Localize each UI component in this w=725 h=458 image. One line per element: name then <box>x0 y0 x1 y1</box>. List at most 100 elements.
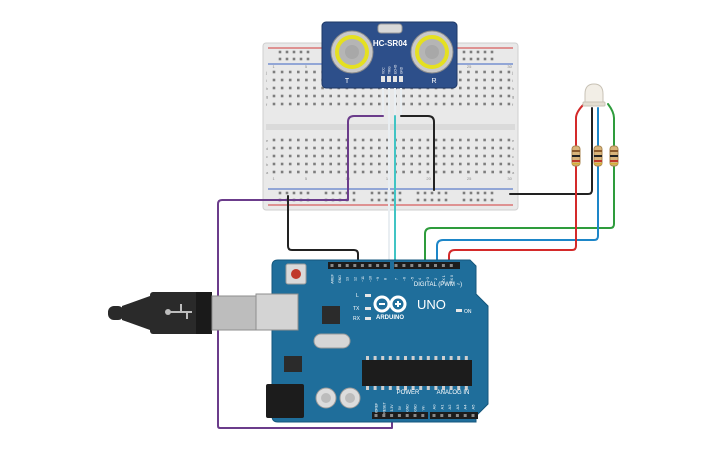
microcontroller-pins <box>366 356 468 390</box>
arduino-brand-label: ARDUINO <box>376 315 404 321</box>
digital-pin-socket[interactable] <box>353 264 357 267</box>
digital-pin-socket[interactable] <box>418 264 422 267</box>
digital-pin-socket[interactable] <box>402 264 406 267</box>
resistor-icon[interactable] <box>593 145 603 167</box>
wires <box>217 103 615 429</box>
wire-red[interactable] <box>448 103 585 267</box>
digital-pin-socket[interactable] <box>345 264 349 267</box>
breadboard-center-channel <box>266 124 515 130</box>
analog-header-label: ANALOG IN <box>437 390 470 396</box>
sensor-pin[interactable] <box>381 76 385 82</box>
analog-pin-socket[interactable] <box>432 414 436 417</box>
row-letter-right: a <box>512 170 515 175</box>
digital-pin-label: ~3 <box>426 277 430 281</box>
digital-pin-label: GND <box>338 275 342 283</box>
row-letter-right: f <box>512 102 514 107</box>
power-pin-socket[interactable] <box>390 414 394 417</box>
digital-pin-socket[interactable] <box>330 264 334 267</box>
power-pin-socket[interactable] <box>397 414 401 417</box>
digital-pin-label: 12 <box>353 277 357 281</box>
analog-pin-socket[interactable] <box>448 414 452 417</box>
usb-b-port <box>255 293 299 331</box>
digital-pin-socket[interactable] <box>449 264 453 267</box>
power-pin-socket[interactable] <box>405 414 409 417</box>
sensor-pin-label: VCC <box>382 67 386 74</box>
analog-pin-socket[interactable] <box>471 414 475 417</box>
row-letter-right: d <box>512 146 514 151</box>
power-pin-socket[interactable] <box>382 414 386 417</box>
power-pin-socket[interactable] <box>413 414 417 417</box>
digital-header-label: DIGITAL (PWM ~) <box>414 282 462 288</box>
usb-cable-end <box>108 306 124 320</box>
rgb-led-base <box>582 101 606 107</box>
digital-pin-socket[interactable] <box>383 264 387 267</box>
digital-pin-label: ~10 <box>369 276 373 282</box>
sensor-leads <box>382 88 402 116</box>
sensor-transducer-right <box>410 30 454 74</box>
digital-pin-socket[interactable] <box>410 264 414 267</box>
digital-pin-socket[interactable] <box>434 264 437 267</box>
row-letter-right: e <box>512 138 515 143</box>
power-pin-socket[interactable] <box>374 414 378 417</box>
usb-b-cable-icon <box>108 292 257 334</box>
analog-pin-label: A0 <box>432 404 437 410</box>
power-pin-label: GND <box>414 404 418 412</box>
power-pin-label: 3.3V <box>390 404 394 412</box>
arduino-infinity-logo-icon <box>373 295 407 313</box>
digital-pin-socket[interactable] <box>441 264 445 267</box>
wire-green[interactable] <box>424 103 615 267</box>
column-number-bottom: 1 <box>273 176 276 181</box>
digital-pin-label: ~5 <box>410 277 414 281</box>
row-letter-left: j <box>265 70 267 75</box>
usb-symbol-icon <box>165 304 192 319</box>
wire-blue[interactable] <box>436 107 599 267</box>
row-letter-left: e <box>266 138 269 143</box>
board-crystal <box>313 333 351 349</box>
digital-pin-label: AREF <box>331 273 335 283</box>
wire-purple-5v[interactable] <box>217 115 393 429</box>
resistor-icon[interactable] <box>571 145 581 167</box>
usb-plug-metal <box>211 295 257 331</box>
atmega-microcontroller <box>362 360 472 386</box>
wire-black-gnd-sensor[interactable] <box>400 115 435 191</box>
power-pin-label: IOREF <box>375 403 379 413</box>
digital-pin-label: 7 <box>395 278 399 280</box>
sensor-model-label: HC-SR04 <box>373 39 408 48</box>
analog-pin-socket[interactable] <box>463 414 467 417</box>
sensor-transducer-left <box>330 30 374 74</box>
column-number-top: 30 <box>507 64 512 69</box>
analog-pin-socket[interactable] <box>440 414 444 417</box>
sensor-pin[interactable] <box>399 76 403 82</box>
sensor-pin[interactable] <box>393 76 397 82</box>
digital-pin-socket[interactable] <box>376 264 380 267</box>
row-letter-left: i <box>266 78 267 83</box>
analog-pin-label: A2 <box>447 404 452 410</box>
wire-black-gnd-arduino[interactable] <box>287 195 359 267</box>
rgb-led[interactable] <box>582 83 606 107</box>
wire-black-led-common[interactable] <box>509 107 593 195</box>
digital-pin-socket[interactable] <box>394 264 398 267</box>
digital-pin-label: ~11 <box>361 276 365 282</box>
reset-button-cap[interactable] <box>291 269 301 279</box>
digital-pin-socket[interactable] <box>426 264 430 267</box>
sensor-pin[interactable] <box>387 76 391 82</box>
analog-pin-label: A5 <box>471 404 476 410</box>
digital-pin-socket[interactable] <box>360 264 364 267</box>
voltage-regulator <box>284 356 302 372</box>
analog-pin-socket[interactable] <box>455 414 459 417</box>
rgb-led-icon <box>584 83 604 105</box>
sensor-receive-marker: R <box>431 78 436 85</box>
resistor-icon[interactable] <box>609 145 619 167</box>
power-pin-socket[interactable] <box>421 414 425 417</box>
digital-pin-label: 4 <box>418 278 422 280</box>
digital-pin-socket[interactable] <box>368 264 372 267</box>
row-letter-right: i <box>512 78 513 83</box>
digital-pin-socket[interactable] <box>338 264 342 267</box>
